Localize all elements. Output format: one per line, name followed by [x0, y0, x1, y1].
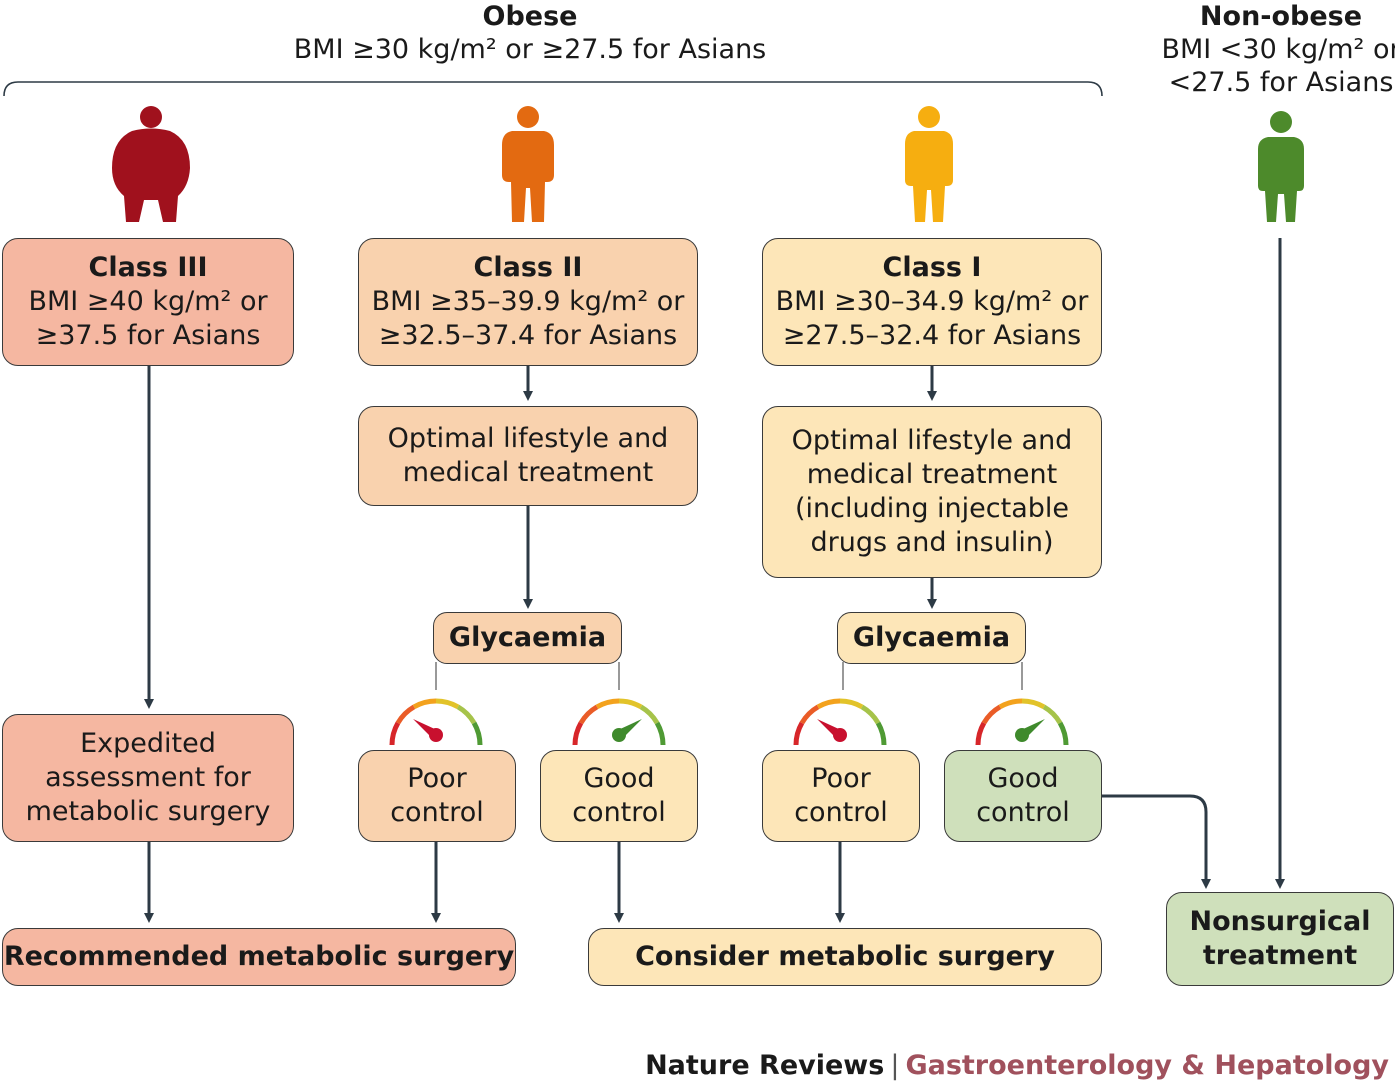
journal-footer: Nature Reviews|Gastroenterology & Hepato… — [645, 1050, 1389, 1081]
control-line: control — [390, 797, 484, 828]
journal-brand: Nature Reviews — [645, 1050, 885, 1081]
gauge-hub — [612, 728, 626, 742]
class2-line1: BMI ≥35–39.9 kg/m² or — [371, 286, 685, 317]
consider-surgery-box: Consider metabolic surgery — [588, 928, 1102, 986]
obese-class2-person-icon — [502, 106, 554, 222]
gauge-hub — [833, 728, 847, 742]
class2-glycaemia-box: Glycaemia — [433, 612, 622, 664]
gauge-arc-segment — [456, 704, 477, 725]
class1-title: Class I — [882, 252, 982, 283]
gauges — [389, 698, 1069, 746]
gauge-arc-segment — [860, 704, 881, 725]
control-line: Poor — [407, 763, 467, 794]
gauge-arc-segment — [975, 721, 987, 746]
class2-glycaemia-label: Glycaemia — [448, 622, 607, 653]
assessment-line: metabolic surgery — [25, 796, 271, 827]
gauge-good-icon — [572, 698, 666, 746]
control-line: control — [976, 797, 1070, 828]
control-line: Good — [583, 763, 655, 794]
consider-surgery-label: Consider metabolic surgery — [635, 941, 1055, 972]
gauge-arc-segment — [1021, 698, 1046, 710]
gauge-arc-segment — [875, 721, 887, 746]
recommended-surgery-label: Recommended metabolic surgery — [3, 941, 515, 972]
gauge-arc-segment — [654, 721, 666, 746]
assessment-line: Expedited — [80, 728, 216, 759]
class3-title: Class III — [88, 252, 208, 283]
class2-poor-control-box: Poor control — [358, 750, 516, 842]
gauge-arc-segment — [435, 698, 460, 710]
gauge-hub — [429, 728, 443, 742]
gauge-arc-segment — [793, 721, 805, 746]
gauge-poor-icon — [793, 698, 887, 746]
obese-class1-person-icon — [905, 106, 953, 222]
control-line: control — [794, 797, 888, 828]
class1-treatment-line: drugs and insulin) — [810, 527, 1054, 558]
class1-line2: ≥27.5–32.4 for Asians — [782, 320, 1082, 351]
obese-criteria: BMI ≥30 kg/m² or ≥27.5 for Asians — [293, 34, 767, 65]
class2-treatment-line: Optimal lifestyle and — [387, 423, 669, 454]
gauge-arc-segment — [412, 698, 437, 710]
gauge-arc-segment — [839, 698, 864, 710]
class1-line1: BMI ≥30–34.9 kg/m² or — [775, 286, 1089, 317]
recommended-surgery-box: Recommended metabolic surgery — [2, 928, 516, 986]
journal-name: Gastroenterology & Hepatology — [905, 1050, 1389, 1081]
class3-line2: ≥37.5 for Asians — [35, 320, 261, 351]
class1-treatment-box: Optimal lifestyle and medical treatment … — [762, 406, 1102, 578]
class2-good-control-box: Good control — [540, 750, 698, 842]
class1-treatment-line: Optimal lifestyle and — [791, 425, 1073, 456]
gauge-arc-segment — [799, 704, 820, 725]
gauge-arc-segment — [395, 704, 416, 725]
nonsurgical-treatment-box: Nonsurgical treatment — [1166, 892, 1394, 986]
assessment-line: assessment for — [45, 762, 251, 793]
gauge-arc-segment — [578, 704, 599, 725]
class3-line1: BMI ≥40 kg/m² or — [28, 286, 268, 317]
gauge-hub — [1015, 728, 1029, 742]
class1-glycaemia-box: Glycaemia — [837, 612, 1026, 664]
class3-box: Class III BMI ≥40 kg/m² or ≥37.5 for Asi… — [2, 238, 294, 366]
non-obese-criteria-line1: BMI <30 kg/m² or — [1161, 34, 1395, 65]
non-obese-criteria-line2: <27.5 for Asians — [1168, 67, 1394, 98]
gauge-arc-segment — [595, 698, 620, 710]
gauge-good-icon — [975, 698, 1069, 746]
class2-treatment-line: medical treatment — [402, 457, 654, 488]
flow-arrows — [144, 238, 1285, 923]
journal-separator: | — [890, 1050, 900, 1081]
obese-brace — [3, 81, 1103, 97]
glycaemia-branches — [435, 662, 1023, 690]
control-line: Good — [987, 763, 1059, 794]
obese-header: Obese BMI ≥30 kg/m² or ≥27.5 for Asians — [260, 0, 800, 66]
gauge-arc-segment — [639, 704, 660, 725]
non-obese-person-icon — [1258, 111, 1304, 222]
class1-glycaemia-label: Glycaemia — [852, 622, 1011, 653]
gauge-arc-segment — [618, 698, 643, 710]
gauge-arc-segment — [1057, 721, 1069, 746]
gauge-arc-segment — [471, 721, 483, 746]
gauge-arc-segment — [998, 698, 1023, 710]
class1-treatment-line: (including injectable — [794, 493, 1070, 524]
class1-good-control-box: Good control — [944, 750, 1102, 842]
gauge-arc-segment — [981, 704, 1002, 725]
obese-title: Obese — [482, 1, 578, 32]
gauge-poor-icon — [389, 698, 483, 746]
class2-title: Class II — [473, 252, 583, 283]
non-obese-title: Non-obese — [1199, 1, 1363, 32]
nonsurgical-line: Nonsurgical — [1189, 906, 1371, 937]
gauge-arc-segment — [389, 721, 401, 746]
expedited-assessment-box: Expedited assessment for metabolic surge… — [2, 714, 294, 842]
class1-poor-control-box: Poor control — [762, 750, 920, 842]
class2-treatment-box: Optimal lifestyle and medical treatment — [358, 406, 698, 506]
control-line: Poor — [811, 763, 871, 794]
class1-box: Class I BMI ≥30–34.9 kg/m² or ≥27.5–32.4… — [762, 238, 1102, 366]
nonsurgical-line: treatment — [1202, 940, 1358, 971]
gauge-arc-segment — [1042, 704, 1063, 725]
class1-treatment-line: medical treatment — [806, 459, 1058, 490]
gauge-arc-segment — [816, 698, 841, 710]
obese-class3-person-icon — [112, 106, 190, 222]
control-line: control — [572, 797, 666, 828]
gauge-arc-segment — [572, 721, 584, 746]
class2-line2: ≥32.5–37.4 for Asians — [378, 320, 678, 351]
class2-box: Class II BMI ≥35–39.9 kg/m² or ≥32.5–37.… — [358, 238, 698, 366]
non-obese-header: Non-obese BMI <30 kg/m² or <27.5 for Asi… — [1148, 0, 1395, 99]
